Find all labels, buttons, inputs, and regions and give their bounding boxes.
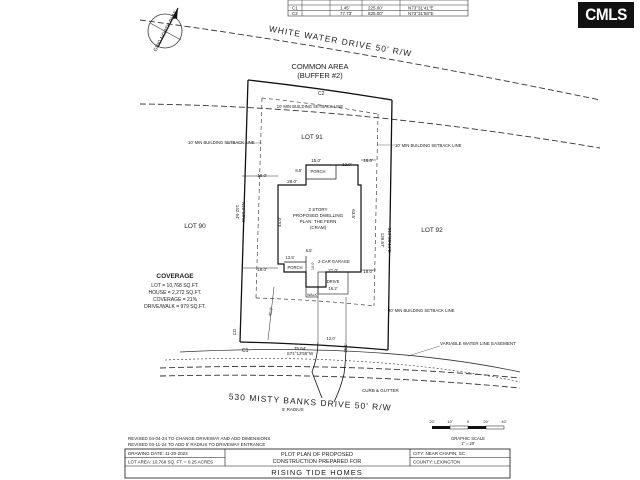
dim-house-top: 28.0' [287, 179, 297, 184]
garage-label: 2-CAR GARAGE [318, 259, 350, 264]
house-label-1: 2 STORY [308, 207, 327, 212]
city: CITY: NEAR CHAPIN, SC [413, 451, 466, 456]
house-label-4: (CRAM) [310, 225, 327, 230]
house-label-2: PROPOSED DWELLING [293, 213, 344, 218]
north-arrow: GRID NORTH PLAT [147, 7, 183, 53]
plan-title-1: PLOT PLAN OF PROPOSED [281, 452, 353, 458]
client-name: RISING TIDE HOMES [271, 468, 362, 477]
coverage-percent: COVERAGE = 21% [153, 297, 198, 303]
title-block: DRAWING DATE: 11-20-2023 LOT AREA: 10,76… [124, 448, 511, 479]
front-curb-line [179, 349, 521, 373]
common-area-title: COMMON AREA [291, 62, 348, 71]
rear-porch-label: PORCH [310, 169, 325, 174]
dim-side-right: 63.5' [351, 209, 356, 219]
scale-tick-2: 0 [467, 419, 470, 424]
curve-c1-radius: 225.00' [368, 6, 383, 11]
dim-front-porch: 13.5' [286, 255, 295, 260]
dim-drive-apron: 12.0' [327, 336, 336, 341]
bottom-road-label: 530 MISTY BANKS DRIVE 50' R/W [228, 391, 392, 412]
top-road-label: WHITE WATER DRIVE 50' R/W [268, 24, 413, 59]
coverage-lot: LOT = 10,768 SQ.FT. [151, 283, 199, 289]
arc-label-bottom: C1 [242, 348, 249, 354]
curve-table: C1 1.45' 225.00' N73°31'41"E C2 77.73' 8… [287, 0, 469, 17]
water-easement-note: VARIABLE WATER LINE EASEMENT [440, 341, 516, 346]
scale-tick-3: 20' [483, 419, 488, 424]
rear-porch [305, 164, 337, 180]
dim-cd-label: CD [232, 328, 237, 335]
house-label-3: PLAN: THE FERN [300, 219, 337, 224]
lot-92-label: LOT 92 [421, 227, 443, 234]
dim-frontage-bearing: S71°13'55"W [287, 351, 314, 356]
dim-porch-right: 12.0' [342, 162, 352, 167]
scale-tick-4: 40' [501, 419, 506, 424]
plan-title-2: CONSTRUCTION PREPARED FOR [273, 459, 362, 465]
curve-c1-label: C1 [292, 6, 298, 11]
dim-right-bearing: S16°28'44"E [387, 227, 392, 252]
curve-c1-bearing: N73°31'41"E [408, 6, 434, 11]
curve-c2-bearing: N73°31'58"E [408, 11, 434, 16]
road-lines [139, 19, 601, 389]
dim-porch-width: 15.0' [311, 158, 321, 163]
driveway-apron [311, 341, 347, 403]
radius-note: 5' RADIUS [282, 407, 304, 412]
scale-ratio: 1" = 20' [461, 441, 475, 446]
dim-garage-width: 21.0' [328, 268, 338, 273]
dim-apron-depth: 25.1' [343, 343, 348, 352]
cmls-logo: CMLS [578, 2, 634, 28]
coverage-drive: DRIVE/WALK = 979 SQ.FT. [144, 304, 206, 310]
scale-tick-1: 10' [447, 419, 452, 424]
cmls-logo-text: CMLS [585, 5, 627, 24]
dim-frontage: 75.64' [294, 346, 306, 351]
front-edge-line [164, 358, 521, 383]
rear-setback-label: 10' MIN BUILDING SETBACK LINE [277, 104, 344, 109]
dim-garage-step: 10.0' [311, 262, 315, 270]
lot-boundary [239, 79, 393, 351]
right-setback-label: 10' MIN BUILDING SETBACK LINE [395, 143, 462, 148]
dim-drive-width: 16.2' [329, 286, 338, 291]
dim-rear-left: 18.0' [257, 173, 267, 178]
revision-note-2: REVISED 03-11-24 TO ADD 5' RADIUS TO DRI… [128, 442, 265, 447]
coverage-house: HOUSE = 2,272 SQ.FT. [149, 290, 202, 296]
coverage-block: COVERAGE LOT = 10,768 SQ.FT. HOUSE = 2,2… [144, 273, 206, 310]
setback-lines [255, 97, 379, 307]
curve-c2-length: 77.73' [340, 11, 352, 16]
front-setback-label: 30' MIN BUILDING SETBACK LINE [388, 308, 455, 313]
dim-left-bearing: N16°28'W [241, 202, 246, 223]
dim-front-right: 18.0' [363, 269, 373, 274]
drive-pad [317, 271, 349, 295]
dim-left-line: 142.64' [235, 205, 240, 220]
dim-side-left: 44.0' [277, 217, 282, 227]
walk-label: WALK [307, 293, 318, 297]
revision-note-1: REVISED 04-04-24 TO CHANGE DRIVEWAY AND … [128, 436, 270, 441]
front-porch-label: PORCH [287, 265, 302, 270]
dimension-labels: 15.0' 8.5' 12.0' 18.0' 18.0' 28.0' 44.0'… [232, 158, 392, 356]
dim-porch-depth: 8.5' [295, 168, 302, 173]
coverage-title: COVERAGE [156, 273, 194, 280]
arc-label-top: C2 [318, 91, 325, 97]
scale-title: GRAPHIC SCALE [451, 436, 485, 441]
dim-rear-right: 18.0' [363, 158, 373, 163]
lot-area: LOT AREA: 10,768 SQ. FT. = 0.25 ACRES [128, 460, 213, 465]
drive-label: DRIVE [327, 279, 340, 284]
lot-90-label: LOT 90 [184, 223, 206, 230]
county: COUNTY: LEXINGTON [413, 460, 460, 465]
dimension-lines [242, 159, 376, 346]
left-setback-label: 10' MIN BUILDING SETBACK LINE [188, 140, 255, 145]
lot-91-label: LOT 91 [301, 134, 323, 141]
dim-right-line: 139.57' [380, 233, 385, 248]
curve-c2-radius: 825.00' [368, 11, 383, 16]
scale-tick-0: 20' [429, 419, 434, 424]
dim-offset-a: 5.5' [306, 248, 313, 253]
curb-note: CURB & GUTTER [362, 388, 400, 393]
dim-front-left: 18.0' [257, 267, 267, 272]
curve-c1-length: 1.45' [340, 6, 350, 11]
graphic-scale: 20' 10' 0 20' 40' GRAPHIC SCALE 1" = 20' [429, 419, 506, 446]
curve-c2-label: C2 [292, 11, 298, 16]
dim-front-setback-depth: 40.0' [267, 307, 274, 317]
drawing-date: DRAWING DATE: 11-20-2023 [128, 451, 188, 456]
common-area-subtitle: (BUFFER #2) [297, 71, 343, 80]
